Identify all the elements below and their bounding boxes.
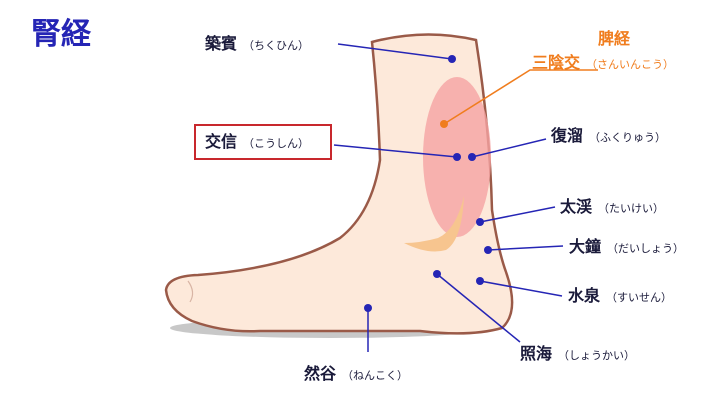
- point-dot-koushin: [453, 153, 461, 161]
- label-shoukai: 照海 （しょうかい）: [520, 346, 635, 362]
- label-fukuryuu: 復溜 （ふくりゅう）: [551, 128, 666, 144]
- point-dot-nenkoku: [364, 304, 372, 312]
- point-dot-suisen: [476, 277, 484, 285]
- spleen-meridian-label: 脾経: [598, 31, 630, 47]
- point-name: 築賓: [205, 34, 237, 53]
- point-reading: （たいけい）: [598, 202, 664, 215]
- point-name: 水泉: [568, 286, 600, 305]
- label-koushin: 交信 （こうしん）: [205, 134, 309, 150]
- point-dot-shoukai: [433, 270, 441, 278]
- point-reading: （ちくひん）: [243, 39, 309, 52]
- point-name: 復溜: [551, 126, 583, 145]
- meridian-title: 腎経: [31, 20, 91, 50]
- point-reading: （さんいんこう）: [586, 58, 674, 71]
- point-reading: （すいせん）: [606, 291, 672, 304]
- point-name: 太渓: [560, 197, 592, 216]
- point-reading: （こうしん）: [243, 137, 309, 150]
- point-reading: （ふくりゅう）: [589, 131, 666, 144]
- point-reading: （しょうかい）: [558, 349, 635, 362]
- point-name: 大鐘: [569, 237, 601, 256]
- point-name: 三陰交: [532, 53, 580, 72]
- label-taishou: 大鐘 （だいしょう）: [569, 239, 684, 255]
- point-dot-fukuryuu: [468, 153, 476, 161]
- point-reading: （ねんこく）: [342, 369, 408, 382]
- point-name: 然谷: [304, 364, 336, 383]
- point-name: 交信: [205, 132, 237, 151]
- label-sanninkou: 三陰交 （さんいんこう）: [532, 55, 674, 71]
- point-dot-taishou: [484, 246, 492, 254]
- label-taikei: 太渓 （たいけい）: [560, 199, 664, 215]
- label-suisen: 水泉 （すいせん）: [568, 288, 672, 304]
- point-name: 照海: [520, 344, 552, 363]
- point-dot-sanninkou: [440, 120, 448, 128]
- point-dot-taikei: [476, 218, 484, 226]
- point-dot-chikuhin: [448, 55, 456, 63]
- label-nenkoku: 然谷 （ねんこく）: [304, 366, 408, 382]
- point-reading: （だいしょう）: [607, 242, 684, 255]
- label-chikuhin: 築賓 （ちくひん）: [205, 36, 309, 52]
